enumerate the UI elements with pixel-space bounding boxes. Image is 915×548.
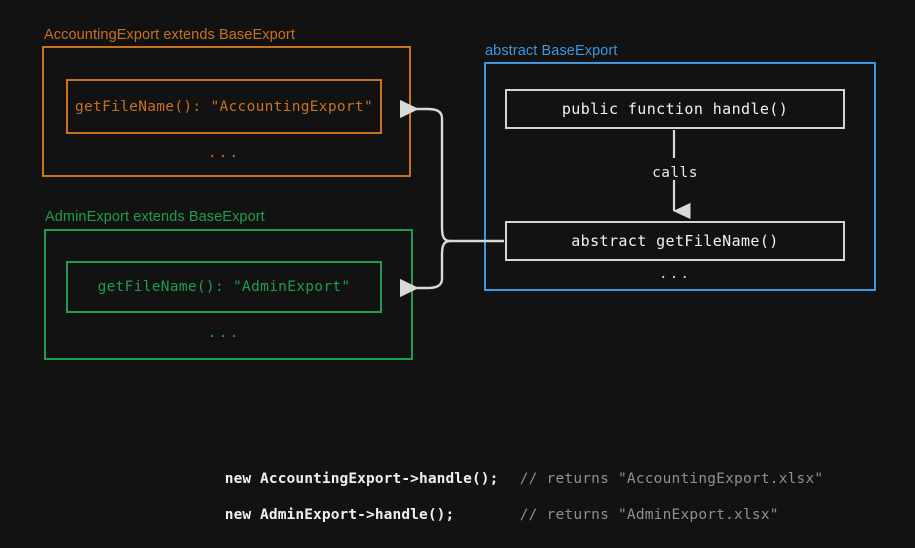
accounting-ellipsis: ...: [207, 145, 241, 161]
calls-label: calls: [652, 165, 698, 181]
handle-method-box: public function handle(): [505, 89, 845, 129]
base-class-box: [484, 62, 876, 291]
usage-statement-1: new AccountingExport->handle();: [224, 471, 499, 487]
base-group-label: abstract BaseExport: [485, 43, 618, 59]
usage-line-2: new AdminExport->handle();: [189, 491, 454, 539]
accounting-getfilename-box: getFileName(): "AccountingExport": [66, 79, 382, 134]
usage-statement-2: new AdminExport->handle();: [224, 507, 455, 523]
admin-ellipsis: ...: [207, 325, 241, 341]
usage-comment-2: // returns "AdminExport.xlsx": [519, 507, 779, 523]
usage-comment-line-2: // returns "AdminExport.xlsx": [484, 491, 779, 539]
accounting-group-label: AccountingExport extends BaseExport: [44, 27, 295, 43]
base-ellipsis: ...: [658, 266, 692, 282]
usage-line-1: new AccountingExport->handle();: [189, 455, 499, 503]
abstract-getfilename-box: abstract getFileName(): [505, 221, 845, 261]
admin-getfilename-box: getFileName(): "AdminExport": [66, 261, 382, 313]
usage-comment-1: // returns "AccountingExport.xlsx": [519, 471, 824, 487]
usage-comment-line-1: // returns "AccountingExport.xlsx": [484, 455, 823, 503]
admin-group-label: AdminExport extends BaseExport: [45, 209, 265, 225]
